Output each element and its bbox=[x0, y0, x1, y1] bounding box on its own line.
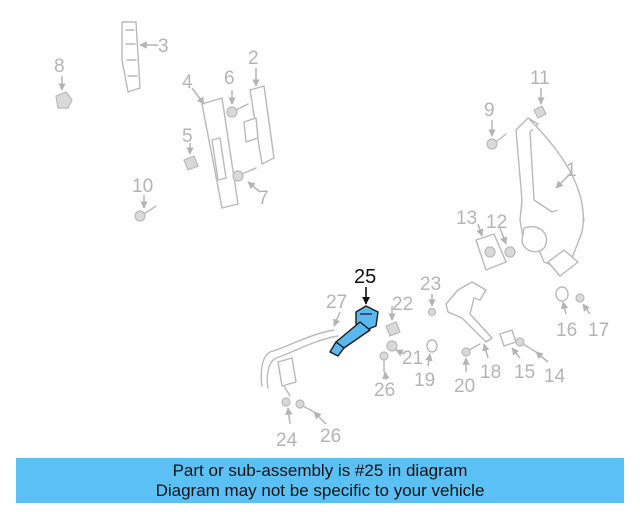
label-part-2: 2 bbox=[248, 48, 259, 69]
label-part-14: 14 bbox=[544, 366, 566, 387]
label-part-4: 4 bbox=[182, 72, 193, 93]
part-info-banner: Part or sub-assembly is #25 in diagram D… bbox=[16, 458, 624, 503]
label-part-19: 19 bbox=[414, 370, 435, 391]
parts-diagram: 1 2 3 4 5 6 7 8 9 10 11 12 13 14 15 16 1… bbox=[54, 21, 609, 451]
label-part-18: 18 bbox=[480, 362, 501, 383]
part-24-anchor bbox=[281, 397, 293, 425]
part-12-bolt bbox=[499, 227, 516, 258]
label-part-13: 13 bbox=[456, 208, 477, 229]
label-part-5: 5 bbox=[182, 126, 193, 147]
label-part-26-upper: 26 bbox=[374, 380, 395, 401]
part-14-bolt bbox=[515, 337, 549, 363]
label-part-8: 8 bbox=[54, 56, 65, 77]
part-22-nut bbox=[385, 306, 401, 337]
label-part-23: 23 bbox=[420, 274, 441, 295]
part-16-spacer bbox=[555, 286, 569, 315]
label-part-11: 11 bbox=[530, 68, 550, 89]
part-23-washer bbox=[427, 294, 437, 317]
part-2-anchor-bracket bbox=[243, 68, 275, 165]
label-part-6: 6 bbox=[224, 68, 235, 89]
part-10-bolt bbox=[134, 195, 157, 222]
part-7-bolt bbox=[232, 167, 261, 193]
banner-line-part-number: Part or sub-assembly is #25 in diagram bbox=[172, 461, 468, 480]
label-part-10: 10 bbox=[132, 176, 153, 197]
part-26-bolt-lower bbox=[295, 399, 327, 425]
part-21-bolt bbox=[386, 340, 405, 357]
part-27-lap-belt bbox=[260, 311, 341, 397]
part-17-washer bbox=[575, 293, 591, 315]
part-25-seat-belt-buckle bbox=[329, 287, 379, 357]
label-part-3: 3 bbox=[158, 36, 169, 57]
label-part-26-lower: 26 bbox=[320, 426, 341, 447]
label-part-1: 1 bbox=[566, 160, 577, 181]
part-13-retractor-plate bbox=[475, 223, 507, 271]
label-part-7: 7 bbox=[258, 188, 269, 209]
label-part-20: 20 bbox=[454, 376, 475, 397]
part-1-seat-belt-assembly bbox=[515, 117, 585, 277]
part-8-nut bbox=[55, 76, 73, 109]
label-part-16: 16 bbox=[556, 320, 577, 341]
part-18-buckle-bracket bbox=[445, 281, 493, 359]
part-11-cap bbox=[533, 88, 547, 119]
label-part-9: 9 bbox=[484, 100, 495, 121]
label-part-24: 24 bbox=[276, 430, 298, 451]
part-3-upper-bracket bbox=[121, 21, 158, 93]
label-part-17: 17 bbox=[588, 320, 609, 341]
part-9-bolt bbox=[486, 120, 507, 150]
label-part-22: 22 bbox=[392, 294, 413, 315]
part-4-cover-panel bbox=[191, 87, 239, 209]
label-part-25: 25 bbox=[354, 266, 376, 288]
part-6-bolt bbox=[226, 90, 249, 118]
part-19-spacer bbox=[425, 339, 438, 367]
label-part-27: 27 bbox=[326, 292, 347, 313]
label-part-21: 21 bbox=[402, 348, 423, 369]
banner-line-disclaimer: Diagram may not be specific to your vehi… bbox=[155, 481, 485, 500]
part-20-bolt bbox=[461, 343, 481, 372]
part-26-bolt-upper bbox=[379, 351, 390, 381]
part-5-nut bbox=[183, 143, 199, 171]
label-part-15: 15 bbox=[514, 362, 535, 383]
label-part-12: 12 bbox=[486, 212, 507, 233]
